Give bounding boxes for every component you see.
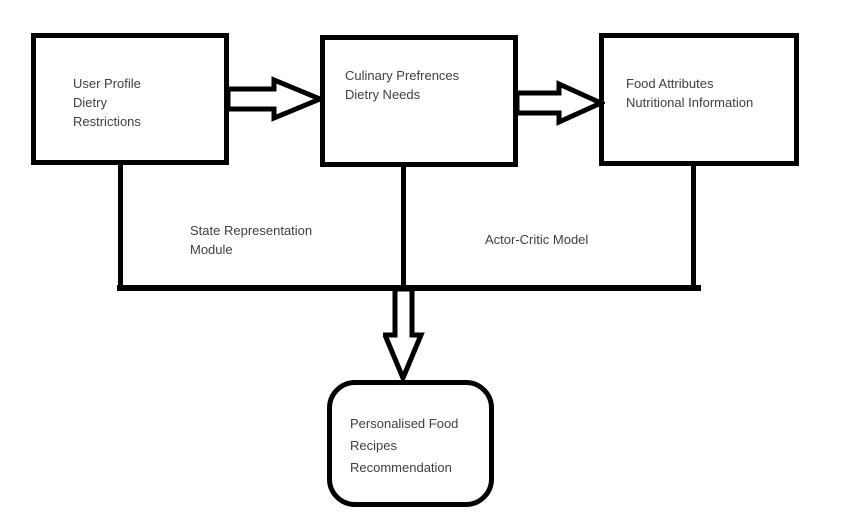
node-food-attributes-line-1: Food Attributes <box>626 76 714 91</box>
block-arrow-down-to-recommendation-icon <box>383 287 425 381</box>
node-food-attributes: Food Attributes Nutritional Information <box>599 33 799 166</box>
label-actor-critic-model: Actor-Critic Model <box>485 232 589 247</box>
node-recommendation: Personalised Food Recipes Recommendation <box>327 380 494 507</box>
node-user-profile-line-2: Dietry <box>73 95 107 110</box>
node-recommendation-line-2: Recipes <box>350 438 397 453</box>
node-recommendation-line-3: Recommendation <box>350 460 452 475</box>
connector-food-down <box>691 165 696 288</box>
node-culinary-preferences: Culinary Prefrences Dietry Needs <box>320 35 518 167</box>
node-recommendation-line-1: Personalised Food <box>350 416 459 431</box>
node-user-profile-line-3: Restrictions <box>73 114 141 129</box>
connector-user-profile-down <box>118 163 123 288</box>
node-food-attributes-line-2: Nutritional Information <box>626 95 754 110</box>
node-culinary-preferences-line-2: Dietry Needs <box>345 87 421 102</box>
node-culinary-preferences-line-1: Culinary Prefrences <box>345 68 460 83</box>
block-arrow-user-to-culinary-icon <box>226 76 324 122</box>
label-state-representation-line-2: Module <box>190 242 233 257</box>
label-state-representation-line-1: State Representation <box>190 223 313 238</box>
block-arrow-culinary-to-food-icon <box>515 80 605 126</box>
connector-culinary-down <box>401 166 406 288</box>
label-state-representation-module: State Representation Module <box>190 221 312 259</box>
node-user-profile-line-1: User Profile <box>73 76 141 91</box>
node-user-profile: User Profile Dietry Restrictions <box>31 33 229 165</box>
